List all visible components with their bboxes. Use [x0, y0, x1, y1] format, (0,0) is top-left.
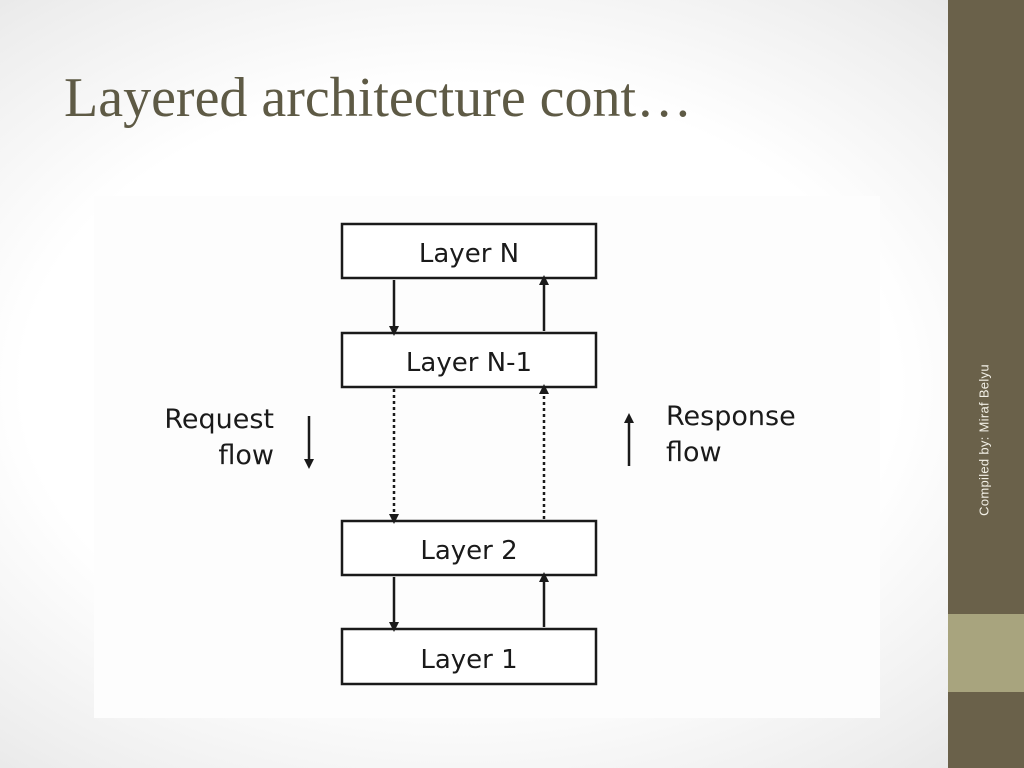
layer-label-n-minus-1: Layer N-1: [406, 348, 532, 378]
layer-box-n-minus-1: Layer N-1: [340, 331, 598, 389]
layer-label-n: Layer N: [419, 239, 519, 269]
request-flow-label-line2: flow: [218, 440, 274, 471]
slide-title: Layered architecture cont…: [64, 67, 693, 129]
sidebar-accent-block: [948, 614, 1024, 692]
response-flow-label-line2: flow: [666, 437, 722, 468]
layer-box-n: Layer N: [340, 222, 598, 280]
layer-label-2: Layer 2: [420, 536, 517, 566]
footer-credit: Compiled by: Miraf Belyu: [976, 364, 992, 516]
layered-architecture-diagram: Layer N Layer N-1 Layer 2 Layer 1 Reques…: [94, 196, 880, 718]
request-flow-label-line1: Request: [164, 404, 274, 435]
response-flow-label-line1: Response: [666, 401, 796, 432]
layer-box-1: Layer 1: [340, 627, 598, 686]
layer-label-1: Layer 1: [420, 645, 517, 675]
layer-box-2: Layer 2: [340, 519, 598, 577]
